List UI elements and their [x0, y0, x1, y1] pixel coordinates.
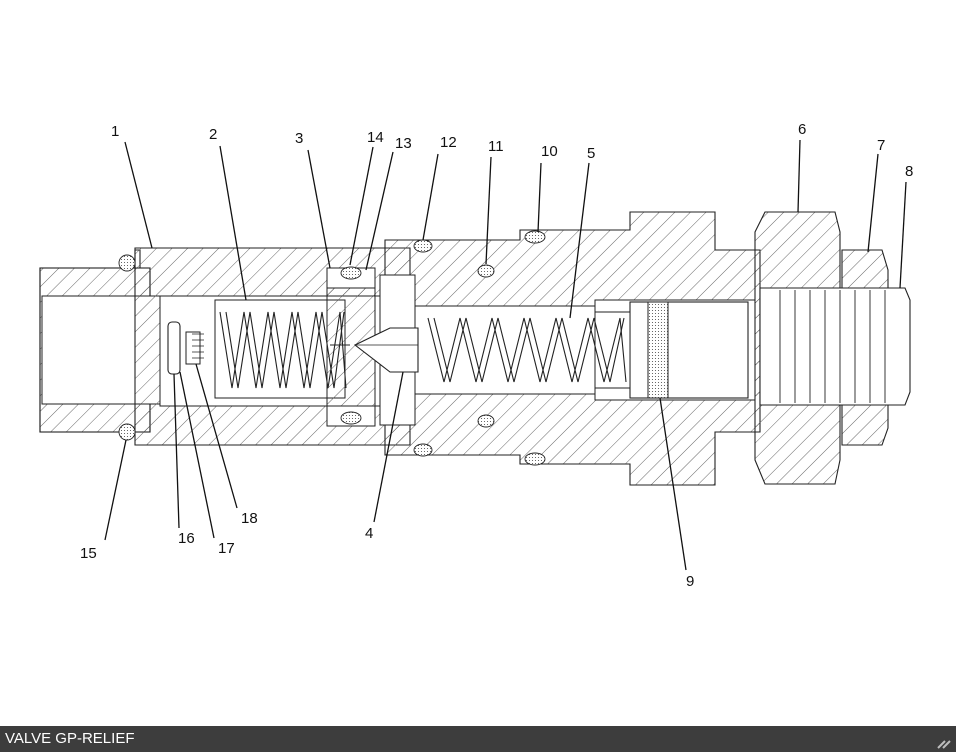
callout-3: 3 [295, 130, 303, 147]
relief-valve-cross-section: 1 2 3 14 13 12 11 10 5 6 7 8 15 16 17 18… [39, 121, 913, 590]
callout-1: 1 [111, 123, 119, 140]
callout-11: 11 [488, 138, 504, 155]
callout-17: 17 [218, 540, 235, 557]
check-assembly [167, 321, 204, 375]
callout-6: 6 [798, 121, 806, 138]
callout-10: 10 [541, 143, 558, 160]
callout-4: 4 [365, 525, 373, 542]
leader-lines [104, 139, 907, 571]
callout-13: 13 [395, 135, 412, 152]
callout-18: 18 [241, 510, 258, 527]
o-rings [118, 230, 546, 466]
callout-15: 15 [80, 545, 97, 562]
adjusting-screw [759, 287, 911, 406]
spring-pilot [219, 311, 347, 389]
resize-grip-icon[interactable] [932, 735, 952, 749]
callout-12: 12 [440, 134, 457, 151]
callout-9: 9 [686, 573, 694, 590]
caption-title: VALVE GP-RELIEF [5, 730, 135, 747]
callout-2: 2 [209, 126, 217, 143]
callout-16: 16 [178, 530, 195, 547]
callout-5: 5 [587, 145, 595, 162]
callout-14: 14 [367, 129, 384, 146]
callout-labels: 1 2 3 14 13 12 11 10 5 6 7 8 15 16 17 18… [80, 121, 913, 590]
piston [594, 301, 749, 399]
callout-7: 7 [877, 137, 885, 154]
callout-8: 8 [905, 163, 913, 180]
spring-main [427, 317, 627, 383]
caption-bar: VALVE GP-RELIEF [0, 726, 956, 752]
